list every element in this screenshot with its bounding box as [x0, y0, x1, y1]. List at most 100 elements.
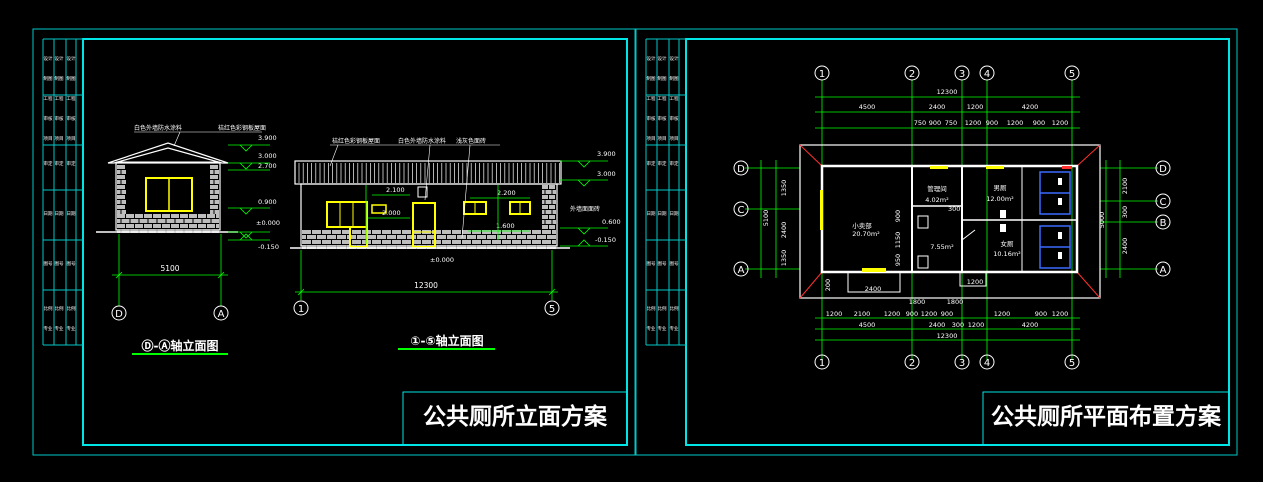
brick — [552, 230, 556, 234]
brick — [442, 230, 451, 234]
plan-dim-text: 200 — [824, 279, 832, 291]
brick — [214, 190, 219, 194]
left-sheet-frame — [32, 28, 636, 456]
brick — [487, 245, 496, 249]
strip-label: 项目 — [55, 136, 64, 142]
strip-label: 制图 — [67, 75, 76, 82]
brick — [377, 235, 386, 239]
room-hall-area: 7.55m² — [930, 243, 954, 251]
brick — [392, 240, 401, 244]
brick — [210, 165, 218, 169]
brick — [462, 230, 471, 234]
brick — [407, 235, 416, 239]
brick — [207, 224, 215, 228]
brick — [198, 224, 206, 228]
left-title-strip: 设计设计设计制图制图制图审核审核审核审定审定审定日期日期日期图号图号图号比例比例… — [44, 55, 76, 332]
plan-outer-walls — [820, 164, 1079, 274]
plan-dim-text: 1200 — [921, 310, 938, 318]
strip-label: 审核 — [44, 115, 53, 122]
brick — [492, 230, 501, 234]
brick — [392, 230, 401, 234]
plan-dim-text: 4500 — [859, 103, 876, 111]
plan-axis-label: 3 — [959, 358, 965, 369]
brick — [545, 190, 552, 194]
strip-label: 项目 — [670, 136, 679, 142]
brick — [135, 214, 143, 218]
strip-label: 审核 — [67, 115, 76, 122]
brick — [545, 220, 552, 224]
plan-dim-text: 1350 — [780, 250, 788, 267]
brick — [121, 180, 126, 184]
left-sheet-title: 公共厕所立面方案 — [423, 403, 608, 430]
side-width-dimension — [112, 234, 228, 306]
brick — [153, 224, 161, 228]
brick — [547, 245, 556, 249]
plan-axis-label: B — [1160, 218, 1167, 229]
brick — [547, 235, 556, 239]
brick — [210, 200, 214, 204]
plan-dim-text: 900 — [894, 210, 902, 222]
brick — [452, 230, 461, 234]
plan-axis-label: 3 — [959, 69, 965, 80]
brick — [180, 214, 188, 218]
plan-axis-bubble — [1155, 193, 1171, 209]
plan-dim-text: 12300 — [937, 88, 958, 96]
plan-axis-label: C — [1160, 197, 1167, 208]
plan-dim-text: 1200 — [967, 278, 984, 286]
strip-label: 项目 — [67, 136, 76, 142]
brick — [372, 230, 381, 234]
brick — [537, 235, 546, 239]
strip-label: 审核 — [647, 115, 656, 122]
plan-dim-text: 5000 — [1098, 212, 1106, 229]
brick — [342, 240, 351, 244]
brick — [302, 240, 311, 244]
brick — [210, 210, 214, 214]
plan-dim-text: 2400 — [1121, 238, 1129, 255]
brick — [302, 235, 306, 239]
brick — [214, 180, 219, 184]
plan-axis-label: A — [1160, 265, 1167, 276]
strip-label: 审定 — [647, 160, 656, 167]
plan-dim-text: 5100 — [762, 210, 770, 227]
brick — [162, 214, 170, 218]
plan-axis-bubble — [1155, 214, 1171, 230]
brick — [121, 219, 130, 223]
brick — [552, 240, 556, 244]
brick — [117, 170, 121, 174]
brick — [139, 229, 148, 233]
brick — [542, 195, 548, 199]
room-mgmt-area: 4.02m² — [925, 196, 949, 204]
brick — [171, 214, 179, 218]
plan-dim-text: 2100 — [854, 310, 871, 318]
brick — [512, 240, 521, 244]
front-note-wall: 白色外墙防水涂料 — [398, 137, 446, 145]
strip-label: 图号 — [55, 261, 64, 267]
brick — [472, 230, 481, 234]
brick — [545, 200, 552, 204]
strip-label: 比例 — [67, 305, 76, 312]
plan-dim-text: 4500 — [859, 321, 876, 329]
brick — [542, 225, 548, 229]
brick — [542, 240, 551, 244]
brick — [216, 224, 219, 228]
brick — [189, 224, 197, 228]
plan-dim-text: 750 — [914, 119, 926, 127]
side-level-2700: 2.700 — [258, 162, 277, 170]
brick — [193, 229, 202, 233]
plan-dim-text: 1200 — [1007, 119, 1024, 127]
brick — [210, 170, 214, 174]
plan-axis-bubble — [733, 261, 749, 277]
brick — [467, 235, 476, 239]
plan-roof-outline — [799, 144, 1101, 299]
brick — [457, 245, 466, 249]
strip-label: 审定 — [44, 160, 53, 167]
brick — [117, 190, 121, 194]
strip-label: 审核 — [55, 115, 64, 122]
plan-dim-text: 1200 — [1052, 119, 1069, 127]
brick — [352, 240, 361, 244]
plan-axis-bubble — [979, 65, 995, 81]
strip-label: 日期 — [55, 211, 64, 217]
